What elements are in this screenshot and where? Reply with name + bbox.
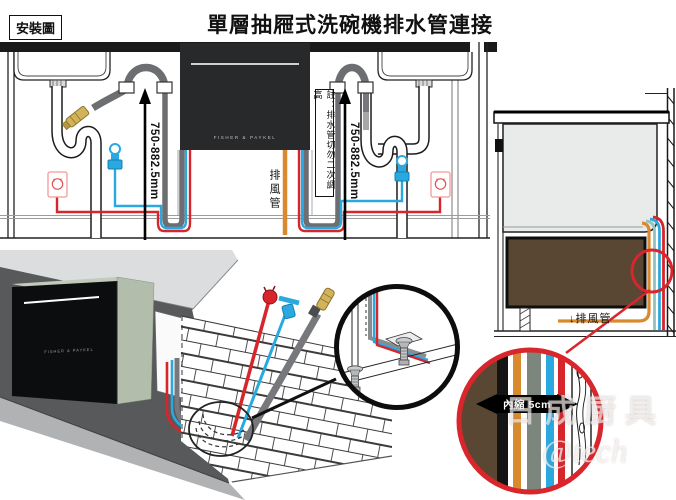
sink-drain-fitting — [49, 79, 67, 88]
iso-dishwasher — [12, 276, 155, 405]
water-valve-left — [107, 143, 123, 170]
hose-bracket — [118, 81, 135, 94]
dishwasher-brand: FISHER & PAYKEL — [213, 135, 277, 140]
side-service-lines — [558, 215, 665, 330]
stripe-water — [546, 350, 554, 492]
water-pipe — [236, 309, 289, 439]
power-cable — [230, 303, 270, 437]
sink-drain-fitting — [415, 79, 433, 88]
brass-connector — [61, 105, 90, 131]
feet-detail-circle — [334, 284, 460, 410]
wall-hatch — [667, 95, 675, 334]
side-countertop — [493, 111, 670, 124]
side-cabinet-box — [505, 236, 647, 309]
utility-lines-fan — [230, 285, 335, 442]
vent-label-main: 排風管 — [268, 169, 280, 211]
right-trap — [360, 86, 430, 238]
callout-line-feet — [251, 377, 337, 420]
dim-arrow-left — [139, 88, 151, 240]
cabinet-divider-right — [451, 80, 459, 238]
stripe-back-panel — [497, 350, 508, 492]
highlight-ellipse — [630, 248, 674, 294]
side-leg — [519, 307, 531, 332]
hose-bracket — [329, 81, 346, 94]
drain-hose — [242, 312, 322, 442]
brass-tip — [316, 287, 335, 311]
stripe-vent — [513, 350, 521, 492]
watermark-handle: @tech — [542, 434, 628, 470]
water-valve-right — [394, 155, 410, 182]
main-cross-section — [0, 42, 497, 240]
iso-dishwasher-handle — [23, 296, 100, 304]
dimension-label-right: 750-882.5mm — [348, 122, 360, 200]
stripe-power — [558, 350, 565, 492]
hose-collar — [308, 304, 321, 318]
iso-view — [0, 250, 393, 500]
hose-bracket — [357, 81, 374, 94]
dishwasher-front — [180, 43, 310, 150]
valve-handle — [278, 295, 300, 306]
floor-line — [0, 215, 490, 219]
hose-bracket — [156, 81, 173, 94]
power-outlet-left — [47, 171, 68, 198]
pipe-hole-circle — [188, 401, 254, 457]
leveling-foot — [384, 331, 424, 366]
valve-body — [281, 303, 296, 320]
callout-line-clearance — [565, 289, 651, 354]
page-title: 單層抽屜式洗碗機排水管連接 — [207, 14, 493, 37]
dim-arrow-right — [339, 88, 351, 240]
corner-label: 安裝圖 — [9, 15, 63, 40]
note-box: 註：排水管切勿二次調高 — [313, 89, 336, 197]
vent-label-side: ↓排風管 — [569, 313, 612, 325]
left-wall — [7, 52, 15, 238]
kickboard — [0, 397, 245, 500]
right-sink — [377, 52, 473, 88]
dishwasher-cavity-sides — [177, 150, 313, 216]
water-line-left — [113, 150, 188, 230]
side-latch — [495, 139, 503, 152]
arrow-right-head — [557, 394, 578, 414]
water-line-right — [300, 150, 404, 230]
left-sink — [13, 52, 111, 88]
power-outlet-right — [430, 171, 451, 198]
wall-lines — [666, 88, 675, 336]
right-wall — [478, 42, 488, 238]
watermark-text: 日成厨具 — [505, 394, 665, 429]
dimension-label-left: 750-882.5mm — [148, 122, 160, 200]
drain-hose-left-loop — [61, 63, 185, 229]
left-trap — [51, 86, 102, 238]
countertop-band-stub — [484, 42, 497, 52]
power-plug — [262, 289, 278, 305]
side-vent-pipe — [558, 231, 651, 323]
arrow-left-head — [476, 394, 497, 414]
clearance-detail-circle — [456, 347, 604, 495]
side-dishwasher-panel — [502, 123, 658, 233]
drain-hose-right-loop — [303, 63, 374, 229]
power-line-left — [55, 150, 192, 233]
side-view — [493, 88, 676, 354]
stripe-drain-hose — [527, 350, 541, 492]
clearance-dimension-label: 內縮 5cm — [497, 395, 557, 413]
